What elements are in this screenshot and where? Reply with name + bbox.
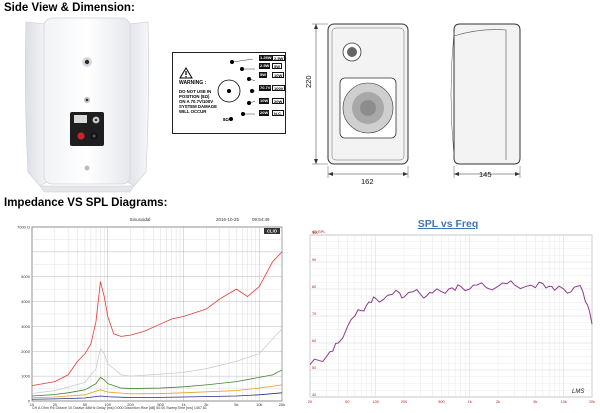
tap-left-4: 70.7V bbox=[259, 85, 272, 91]
impedance-series-line-4 bbox=[31, 384, 283, 399]
impedance-y-tick: 0 bbox=[28, 399, 31, 404]
spl-x-tick: 100 bbox=[373, 400, 379, 404]
impedance-chart: Sinusoidal 2016-10-25 09:54:49 CLIO 7000… bbox=[2, 213, 286, 411]
impedance-y-tick: 2000 bbox=[21, 349, 31, 354]
spl-series-line-1 bbox=[309, 280, 593, 365]
impedance-x-tick: 100 bbox=[104, 402, 111, 407]
impedance-x-tick: 10k bbox=[256, 402, 262, 407]
spl-chart: SPL vs Freq 100 90 80 70 60 50 40 20 50 100 200 50… bbox=[296, 213, 598, 411]
tap-left-6: 20W bbox=[259, 110, 270, 116]
tap-left-2: 2.5W bbox=[259, 63, 271, 69]
impedance-x-tick: 20k bbox=[279, 402, 285, 407]
impedance-y-tick: 3000 bbox=[21, 324, 31, 329]
spl-x-tick: 10k bbox=[561, 400, 567, 404]
impedance-x-tick: 20 bbox=[53, 402, 58, 407]
impedance-x-tick: 5k bbox=[234, 402, 238, 407]
warning-line-5: WILL OCCUR bbox=[179, 109, 207, 114]
spl-y-tick: 50 bbox=[312, 366, 316, 370]
tap-right-2: 5W bbox=[272, 63, 282, 69]
spl-x-tick: 200 bbox=[401, 400, 407, 404]
impedance-y-tick: 1000 bbox=[21, 374, 31, 379]
section-heading-side-view: Side View & Dimension: bbox=[4, 2, 135, 14]
warning-title: WARNING : bbox=[179, 80, 207, 86]
impedance-series-line-5 bbox=[31, 392, 283, 400]
impedance-x-tick: 200 bbox=[127, 402, 134, 407]
spl-y-tick: 90 bbox=[312, 258, 316, 262]
impedance-chart-footer: CH A Ohm R6 Octave 10 Octave 48kHz Delay… bbox=[32, 406, 207, 410]
terminal-label-panel: WARNING : DO NOT USE IN POSITION (8Ω) ON… bbox=[172, 52, 286, 134]
impedance-x-tick: 500 bbox=[157, 402, 164, 407]
warning-line-1: DO NOT USE IN bbox=[179, 89, 212, 94]
spl-x-tick: 20k bbox=[589, 400, 595, 404]
warning-line-4: SYSTEM DAMAGE bbox=[179, 104, 217, 109]
impedance-y-tick: 5000 bbox=[21, 274, 31, 279]
impedance-x-tick: 10 bbox=[30, 402, 35, 407]
section-heading-diagrams: Impedance VS SPL Diagrams: bbox=[4, 197, 168, 209]
impedance-series-line-1 bbox=[31, 251, 283, 386]
spl-x-tick: 500 bbox=[438, 400, 444, 404]
spl-y-tick: 70 bbox=[312, 312, 316, 316]
height-dimension: 220 bbox=[304, 75, 313, 88]
tap-right-1: 2.5W bbox=[272, 55, 286, 61]
width-dimension: 162 bbox=[361, 177, 374, 186]
spl-y-tick: 100 bbox=[312, 231, 318, 235]
spl-x-tick: 20 bbox=[308, 400, 312, 404]
warning-line-2: POSITION (8Ω) bbox=[179, 94, 210, 99]
impedance-y-tick: 4000 bbox=[21, 299, 31, 304]
tap-left-5: 10W bbox=[259, 98, 270, 104]
tap-right-6: N.C. bbox=[272, 110, 284, 116]
ground-label: 8Ω bbox=[223, 117, 229, 122]
impedance-x-tick: 1k bbox=[181, 402, 185, 407]
tap-left-3: 5W bbox=[259, 72, 267, 78]
spl-chart-title: SPL vs Freq bbox=[418, 218, 479, 230]
spl-x-tick: 50 bbox=[345, 400, 349, 404]
spl-y-tick: 40 bbox=[312, 393, 316, 397]
impedance-chart-date: 2016-10-25 bbox=[216, 217, 240, 222]
tap-right-5: 20W bbox=[272, 98, 285, 104]
impedance-series-line-3 bbox=[31, 369, 283, 397]
depth-dimension: 145 bbox=[479, 170, 492, 179]
warning-triangle-icon bbox=[179, 67, 193, 79]
clio-badge: CLIO bbox=[267, 229, 278, 234]
speaker-back-photo bbox=[25, 17, 149, 193]
spl-y-tick: 60 bbox=[312, 339, 316, 343]
spl-signature: LMS bbox=[572, 389, 584, 395]
impedance-chart-time: 09:54:49 bbox=[252, 217, 270, 222]
spl-y-unit: dB SPL bbox=[312, 229, 326, 234]
tap-selector-dial bbox=[217, 59, 256, 121]
tap-left-1: 1.25W bbox=[259, 55, 273, 61]
spl-x-tick: 5k bbox=[533, 400, 537, 404]
impedance-x-tick: 2k bbox=[204, 402, 208, 407]
front-view-drawing bbox=[312, 23, 409, 178]
impedance-chart-title: Sinusoidal bbox=[130, 217, 151, 222]
spl-x-tick: 1k bbox=[468, 400, 472, 404]
spl-x-tick: 2k bbox=[496, 400, 500, 404]
side-view-drawing bbox=[450, 23, 521, 178]
tap-right-4: 100V bbox=[272, 85, 286, 91]
spl-y-tick: 80 bbox=[312, 285, 316, 289]
impedance-series-line-2 bbox=[31, 328, 283, 394]
impedance-x-tick: 50 bbox=[83, 402, 88, 407]
warning-line-3: ON A 70.7V/100V bbox=[179, 99, 214, 104]
impedance-y-tick: 7000 Ω bbox=[17, 225, 30, 230]
tap-right-3: 10W bbox=[272, 72, 285, 78]
